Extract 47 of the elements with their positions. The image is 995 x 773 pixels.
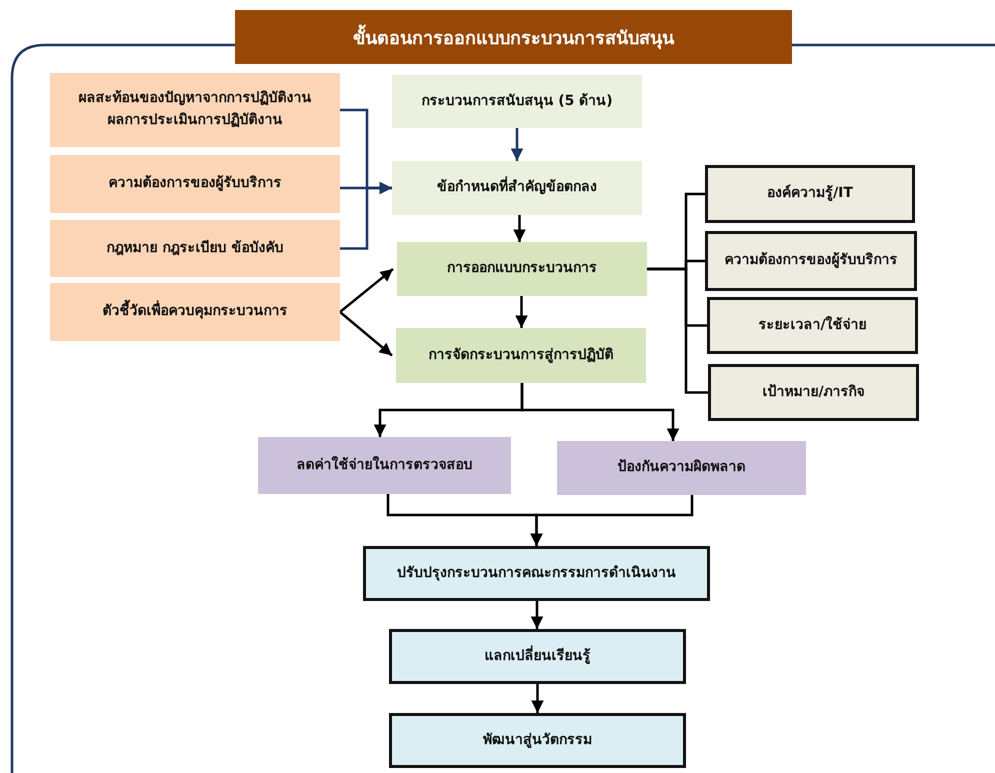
box-label: การออกแบบกระบวนการ [447,259,597,278]
factor-box [707,297,918,354]
arrow [340,182,392,250]
process-box [392,75,642,128]
arrow [530,495,694,546]
box-label: ผลสะท้อนของปัญหาจากการปฏิบัติงาน [78,89,312,108]
box-label: ตัวชี้วัดเพื่อควบคุมกระบวนการ [102,301,288,323]
box-label: การจัดกระบวนการสู่การปฏิบัติ [428,346,614,365]
factor-box [705,231,917,291]
box-label: ปรับปรุงกระบวนการคณะกรรมการดำเนินงาน [397,564,676,583]
box-label: องค์ความรู้/IT [767,184,853,204]
box-label: กระบวนการสนับสนุน (5 ด้าน) [421,92,613,111]
input-box [50,155,340,213]
arrow [510,128,524,161]
input-box [50,283,340,341]
process-box [397,242,647,296]
box-label: ป้องกันความผิดพลาด [618,458,746,478]
factor-box [708,364,919,421]
box-label: ระยะเวลา/ใช้จ่าย [758,315,867,335]
outcome-box [557,441,806,495]
step-box [363,546,710,601]
box-label: ข้อกำหนดที่สำคัญข้อตกลง [437,177,597,199]
input-box [50,73,340,147]
box-label: ผลการประเมินการปฏิบัติงาน [108,111,282,130]
box-label: เป้าหมาย/ภารกิจ [762,382,865,402]
step-box [389,629,686,684]
connector-line [647,268,708,394]
box-label: ลดค่าใช้จ่ายในการตรวจสอบ [296,455,472,475]
title-banner: ขั้นตอนการออกแบบกระบวนการสนับสนุน [235,10,792,64]
outcome-box [258,437,511,494]
arrow [520,383,680,441]
input-box [50,220,340,277]
process-box [392,161,642,215]
process-box [396,328,646,383]
box-label: ความต้องการของผู้รับบริการ [724,251,898,270]
box-label: กฎหมาย กฎระเบียบ ข้อบังคับ [106,238,284,258]
arrow [515,296,528,328]
factor-box [705,165,915,223]
arrow [339,311,393,356]
step-box [389,713,686,768]
arrow [531,684,544,713]
arrow [513,215,526,242]
box-label: แลกเปลี่ยนเรียนรู้ [484,646,590,668]
box-label: พัฒนาสู่นวัตกรรม [483,730,592,750]
arrow [530,601,544,629]
box-label: ความต้องการของผู้รับบริการ [108,174,282,194]
arrow [339,268,394,313]
